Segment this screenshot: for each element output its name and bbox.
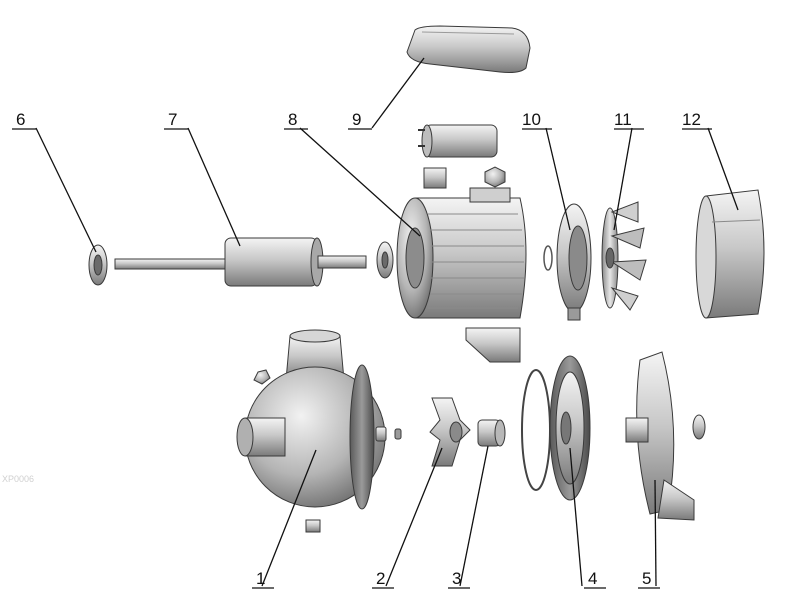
cooling-fan: [601, 201, 647, 311]
large-o-ring: [521, 369, 551, 491]
callout-3-label: 3: [452, 569, 461, 588]
callout-8: 8: [284, 110, 421, 237]
callout-11: 11: [613, 110, 644, 231]
callout-2-label: 2: [376, 569, 385, 588]
callout-4-label: 4: [588, 569, 597, 588]
callout-11-label: 11: [614, 110, 632, 129]
callout-9: 9: [348, 57, 425, 130]
callout-2: 2: [372, 447, 443, 589]
mechanical-seal: [477, 419, 506, 447]
callout-10-label: 10: [522, 110, 541, 129]
callout-10: 10: [522, 110, 571, 231]
callout-1-label: 1: [256, 569, 265, 588]
callout-5: 5: [638, 479, 660, 589]
rotor-shaft: [114, 237, 367, 287]
fan-cover: [695, 189, 765, 319]
seal-washer: [394, 428, 402, 440]
callout-3: 3: [448, 445, 489, 589]
pump-bracket: [625, 351, 706, 521]
terminal-block: [423, 167, 447, 189]
seal-ring: [375, 426, 387, 442]
callout-12: 12: [682, 110, 739, 211]
bearing-right: [376, 241, 394, 279]
callout-6: 6: [12, 110, 97, 253]
callout-8-label: 8: [288, 110, 297, 129]
small-o-ring: [543, 245, 553, 271]
watermark-text: XP0006: [2, 474, 34, 484]
callout-9-label: 9: [352, 110, 361, 129]
callout-4: 4: [569, 447, 606, 589]
motor-foot: [465, 327, 521, 363]
terminal-nut: [484, 166, 506, 188]
bearing-left: [88, 244, 108, 286]
pump-cover: [549, 355, 591, 501]
callout-6-label: 6: [16, 110, 25, 129]
callout-7: 7: [164, 110, 241, 247]
capacitor: [418, 124, 498, 158]
callout-7-label: 7: [168, 110, 177, 129]
callout-1: 1: [252, 449, 317, 589]
terminal-box-cover: [406, 25, 531, 73]
impeller: [429, 397, 471, 467]
callout-12-label: 12: [682, 110, 701, 129]
pump-casing: [236, 329, 386, 533]
callout-5-label: 5: [642, 569, 651, 588]
rear-end-cover: [556, 203, 592, 321]
motor-housing: [396, 187, 527, 319]
